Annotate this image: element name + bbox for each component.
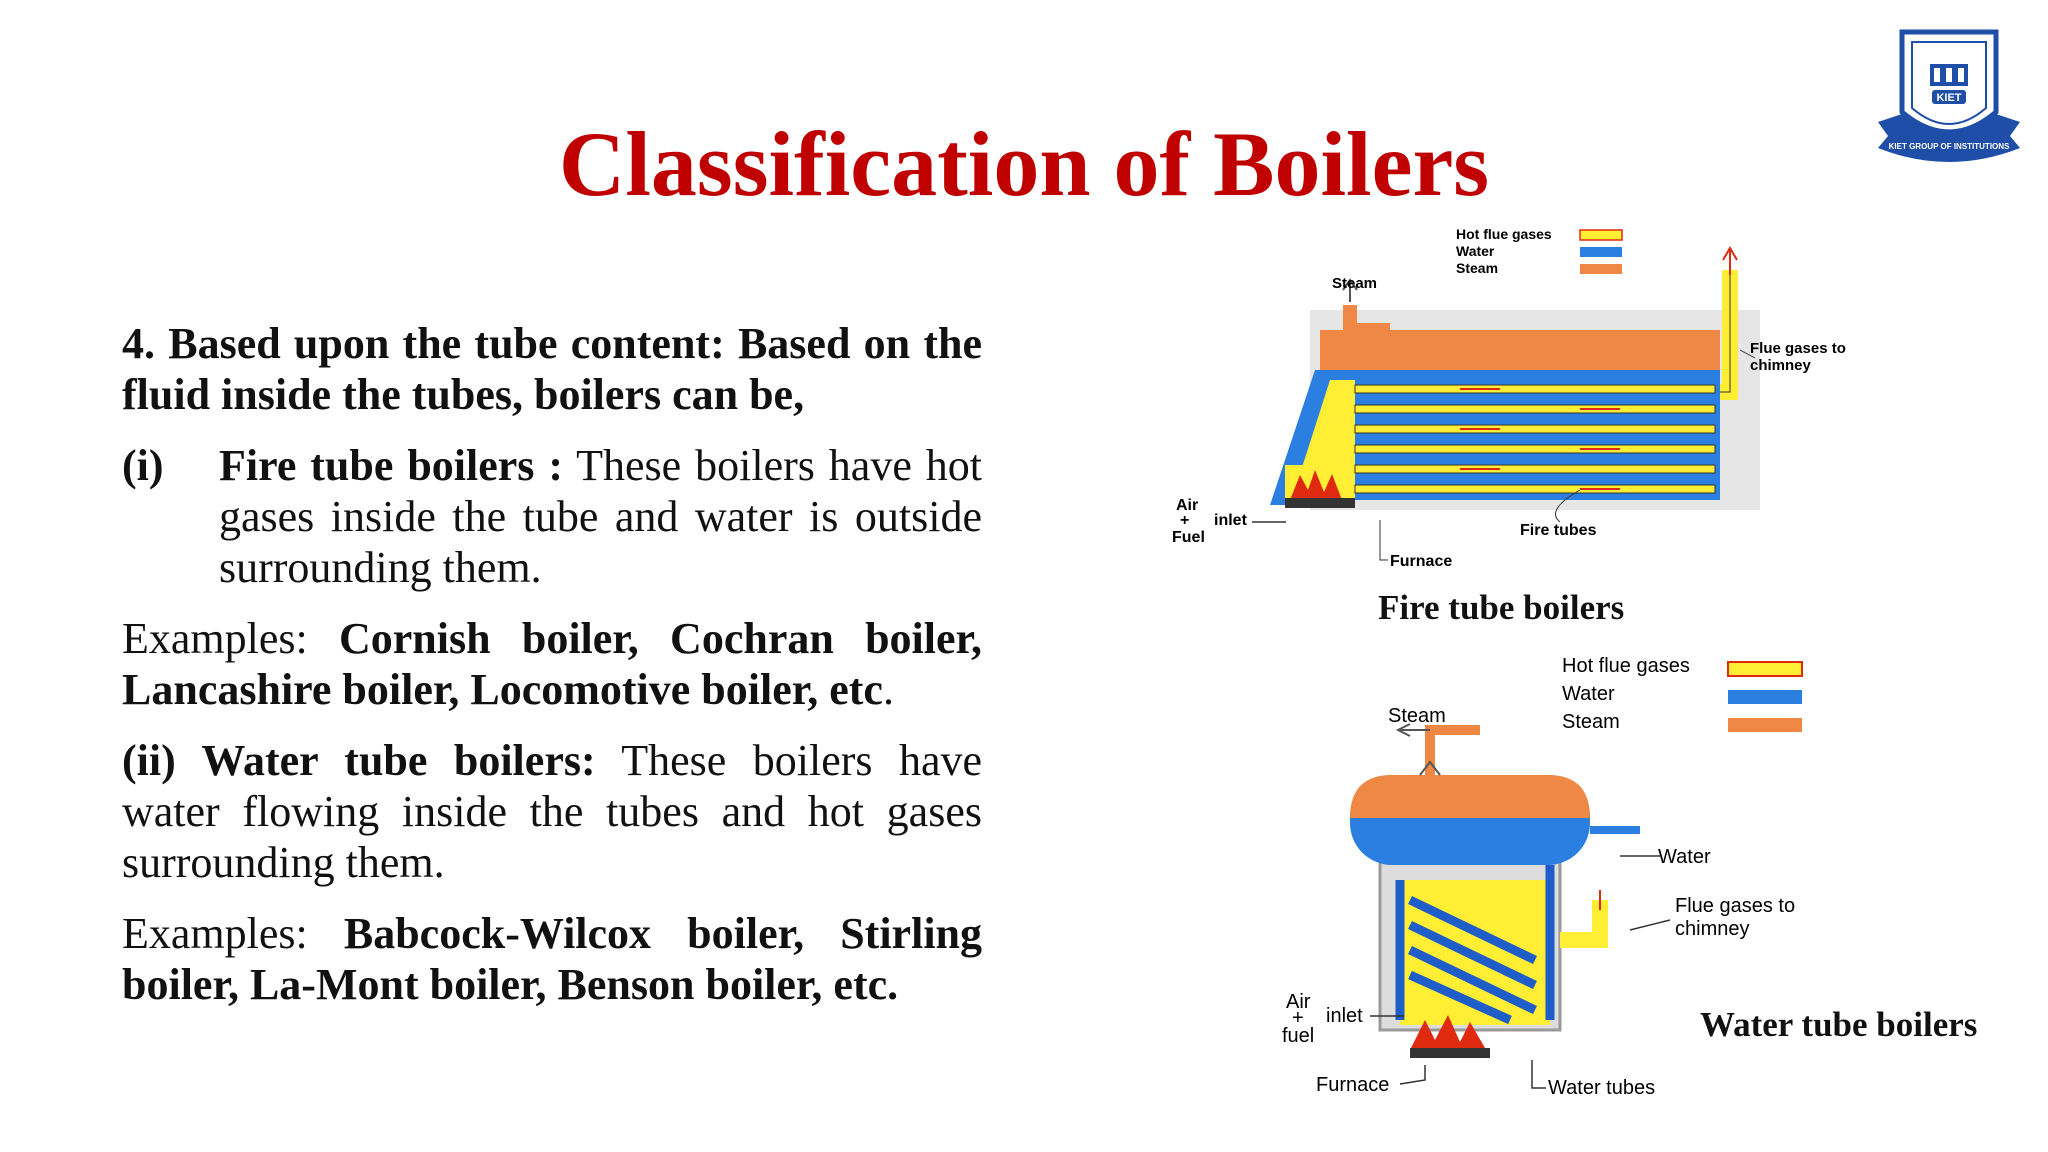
fire-item-number: (i) xyxy=(122,441,164,490)
water-tubes-label: Water tubes xyxy=(1548,1077,1655,1099)
water-flue-label-1: Flue gases to xyxy=(1675,895,1795,917)
water-diagram-caption: Water tube boilers xyxy=(1700,1005,1978,1044)
logo-ring-text: KIET GROUP OF INSTITUTIONS xyxy=(1889,142,2010,151)
legend-water-swatch xyxy=(1580,247,1622,257)
fire-tube-item: (i) Fire tube boilers : These boilers ha… xyxy=(122,440,982,593)
legend-water-label: Water xyxy=(1456,243,1495,259)
fire-flue-label-2: chimney xyxy=(1750,357,1812,374)
logo-emblem-text: KIET xyxy=(1936,92,1961,104)
water-description: These boilers have water flowing inside … xyxy=(122,736,982,887)
slide-body: 4. Based upon the tube content: Based on… xyxy=(122,318,982,1010)
water-fuel-label: fuel xyxy=(1282,1025,1314,1047)
legend-steam-swatch xyxy=(1728,718,1802,732)
legend-steam-label: Steam xyxy=(1456,260,1498,276)
water-steam-label: Steam xyxy=(1388,705,1446,727)
fire-term: Fire tube boilers : xyxy=(219,441,564,490)
water-flue-label-2: chimney xyxy=(1675,918,1749,940)
slide-title: Classification of Boilers xyxy=(558,113,1490,215)
institution-logo: KIET KIET GROUP OF INSTITUTIONS xyxy=(1878,29,2020,162)
water-plus-label: + xyxy=(1292,1007,1304,1029)
water-examples: Examples: Babcock-Wilcox boiler, Stirlin… xyxy=(122,909,983,1009)
fire-inlet-label: inlet xyxy=(1214,512,1248,529)
fire-description: These boilers have hot gases inside the … xyxy=(219,441,982,592)
fire-fuel-label: Fuel xyxy=(1172,529,1205,546)
water-term: (ii) Water tube boilers: xyxy=(122,736,596,785)
fire-examples: Examples: Cornish boiler, Cochran boiler… xyxy=(122,614,983,714)
legend-water-label: Water xyxy=(1562,683,1615,705)
fire-tubes-label: Fire tubes xyxy=(1520,522,1597,539)
water-tube-diagram: Hot flue gases Water Steam Steam Water F… xyxy=(1282,655,1803,1099)
water-feed-label: Water xyxy=(1658,846,1711,868)
legend-hot-gas-swatch xyxy=(1727,661,1803,677)
fire-diagram-caption: Fire tube boilers xyxy=(1378,588,1625,627)
fire-furnace-label: Furnace xyxy=(1390,553,1452,570)
water-tube-item: (ii) Water tube boilers: These boilers h… xyxy=(122,735,982,888)
legend-steam-label: Steam xyxy=(1562,711,1620,733)
legend-hot-gas-swatch xyxy=(1579,229,1623,241)
fire-plus-label: + xyxy=(1180,512,1189,529)
water-furnace-label: Furnace xyxy=(1316,1074,1389,1096)
legend-steam-swatch xyxy=(1580,264,1622,274)
water-inlet-label: inlet xyxy=(1326,1005,1363,1027)
water-air-label: Air xyxy=(1286,991,1311,1013)
legend-hot-gas-label: Hot flue gases xyxy=(1562,655,1690,677)
fire-tube-diagram: Hot flue gases Water Steam Steam Flue ga… xyxy=(1172,226,1846,570)
fire-flue-label-1: Flue gases to xyxy=(1750,340,1846,357)
legend-hot-gas-label: Hot flue gases xyxy=(1456,226,1552,242)
legend-water-swatch xyxy=(1728,690,1802,704)
fire-air-label: Air xyxy=(1176,497,1198,514)
fire-steam-label: Steam xyxy=(1332,275,1377,292)
intro-text: 4. Based upon the tube content: Based on… xyxy=(122,319,982,419)
